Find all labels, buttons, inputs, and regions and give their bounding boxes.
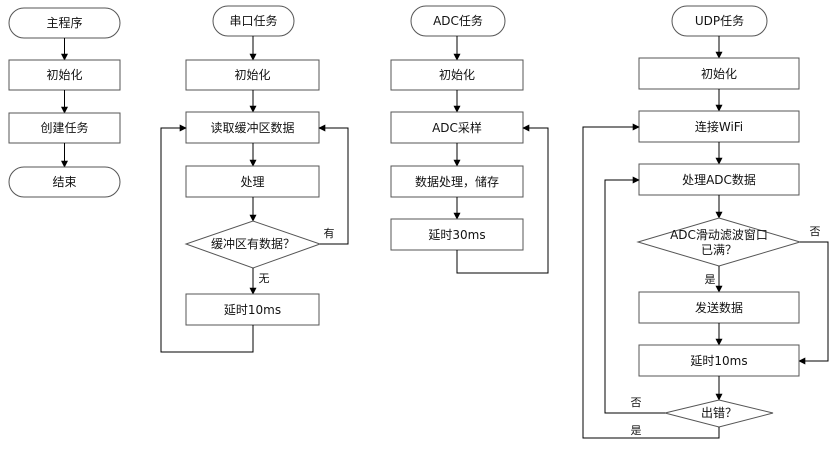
main-init-label: 初始化: [46, 68, 82, 82]
serial-init-label: 初始化: [234, 68, 270, 82]
udp-delay-label: 延时10ms: [690, 354, 747, 368]
serial-yes-loop: [318, 124, 349, 245]
udp-window-no-branch: [798, 241, 829, 365]
adc-delay-loop: [456, 124, 549, 274]
udp-error-no-label: 否: [631, 396, 642, 409]
udp-error-no-loop: [604, 176, 665, 414]
serial-process-label: 处理: [240, 175, 264, 189]
adc-task-flow: ADC任务 初始化 ADC采样 数据处理，储存 延时30ms: [390, 5, 549, 274]
udp-send-label: 发送数据: [695, 300, 743, 315]
serial-start-label: 串口任务: [229, 13, 277, 28]
udp-process-label: 处理ADC数据: [682, 172, 756, 187]
udp-window-decision-line1: ADC滑动滤波窗口: [670, 228, 768, 242]
udp-init-label: 初始化: [701, 67, 737, 81]
serial-read-label: 读取缓冲区数据: [210, 120, 294, 135]
adc-process-box: [390, 165, 524, 198]
adc-process-label: 数据处理，储存: [415, 174, 499, 189]
udp-connect-box: [638, 110, 800, 143]
adc-init-box: [390, 59, 524, 91]
main-create-label: 创建任务: [40, 120, 88, 135]
udp-error-yes-label: 是: [631, 424, 642, 437]
adc-start-label: ADC任务: [433, 13, 483, 28]
main-end-terminal: [8, 166, 121, 198]
serial-decision-label: 缓冲区有数据？: [211, 236, 295, 251]
udp-window-decision-line2: 已满？: [701, 243, 737, 257]
main-start-label: 主程序: [46, 15, 82, 30]
serial-init-box: [185, 59, 320, 91]
udp-error-yes-loop: [582, 123, 720, 439]
udp-window-yes-label: 是: [705, 273, 716, 286]
serial-yes-label: 有: [324, 226, 335, 240]
adc-sample-label: ADC采样: [432, 120, 482, 135]
main-init-box: [8, 59, 121, 91]
serial-delay-label: 延时10ms: [224, 303, 281, 317]
udp-connect-label: 连接WiFi: [695, 119, 743, 134]
udp-window-no-label: 否: [810, 225, 821, 238]
udp-window-decision-diamond: [636, 217, 802, 267]
adc-init-label: 初始化: [439, 68, 475, 82]
udp-process-box: [638, 163, 800, 196]
serial-task-flow: 串口任务 初始化 读取缓冲区数据 处理 缓冲区有数据？ 有 无 延时10ms: [160, 5, 349, 353]
main-end-label: 结束: [52, 175, 76, 189]
serial-no-label: 无: [259, 272, 270, 285]
udp-init-box: [638, 57, 800, 90]
adc-sample-box: [390, 111, 524, 144]
serial-delay-loop: [160, 124, 254, 353]
main-program-flow: 主程序 初始化 创建任务 结束: [8, 7, 121, 198]
adc-start-terminal: [410, 5, 506, 37]
udp-send-box: [638, 291, 800, 324]
adc-delay-label: 延时30ms: [428, 228, 485, 242]
udp-error-decision-label: 出错？: [701, 406, 737, 420]
udp-task-flow: UDP任务 初始化 连接WiFi 处理ADC数据 ADC滑动滤波窗口 已满？ 否…: [582, 5, 829, 439]
adc-delay-box: [390, 218, 524, 251]
udp-start-label: UDP任务: [695, 13, 744, 28]
udp-delay-box: [638, 344, 800, 377]
